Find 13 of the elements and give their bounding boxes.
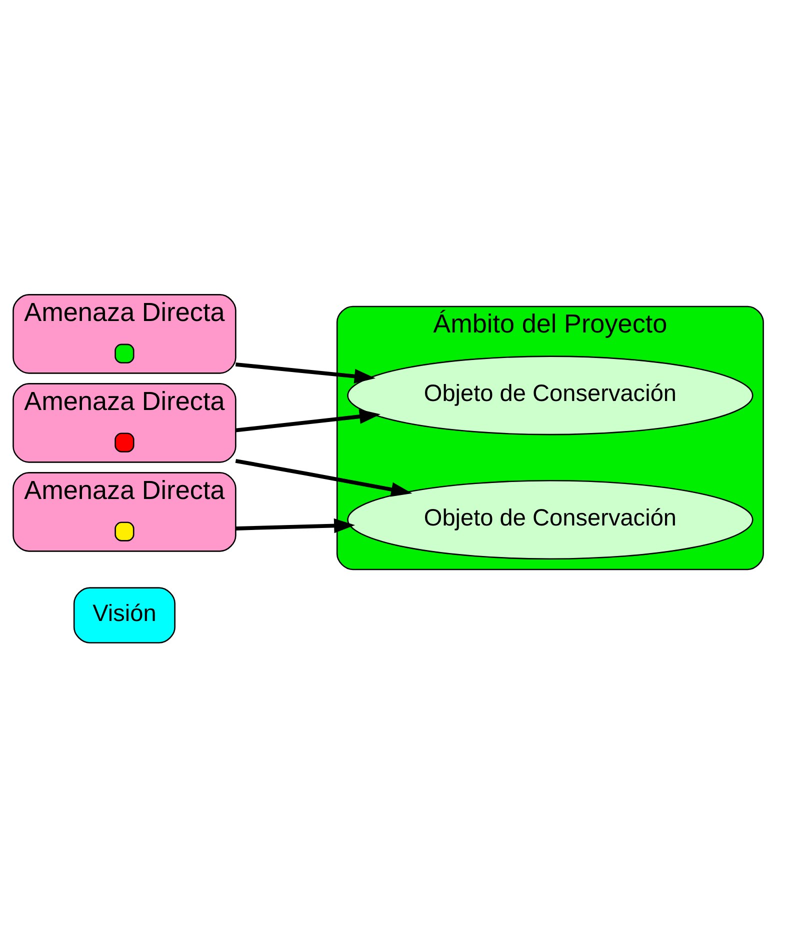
node-box [114,522,134,542]
node-ellipse: Objeto de Conservación [347,480,754,560]
cluster: Amenaza Directa [12,294,236,374]
arrow [235,458,412,497]
cluster: Amenaza Directa [12,383,236,463]
arrow [236,518,356,534]
node-ellipse: Objeto de Conservación [347,356,754,436]
node-box: Visión [73,587,176,644]
cluster: Amenaza Directa [12,472,236,552]
arrow [235,409,380,432]
node-box [114,344,134,364]
arrow [236,362,376,384]
node-box [114,432,134,452]
